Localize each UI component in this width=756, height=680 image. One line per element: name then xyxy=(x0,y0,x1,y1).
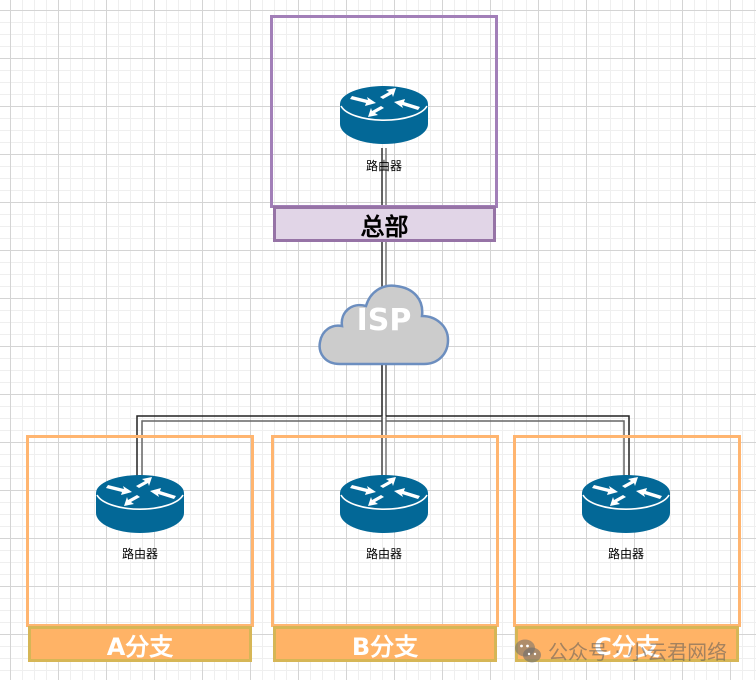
branch-a-router-label: 路由器 xyxy=(121,547,158,561)
watermark: 公众号 · 小云君网络 xyxy=(514,636,727,665)
branch-b-router-label: 路由器 xyxy=(365,547,402,561)
branch-a-label[interactable]: A分支 xyxy=(28,626,252,662)
wire-isp-branch-c xyxy=(386,415,630,476)
isp-cloud-icon[interactable] xyxy=(316,282,452,368)
router-icon[interactable] xyxy=(580,473,672,535)
branch-b-label[interactable]: B分支 xyxy=(273,626,497,662)
isp-label: ISP xyxy=(356,303,412,338)
branch-c-label[interactable]: C分支 xyxy=(515,626,739,662)
branch-b-container[interactable] xyxy=(271,435,499,627)
hq-label[interactable]: 总部 xyxy=(273,206,496,242)
wechat-icon xyxy=(515,639,541,662)
branch-c-container[interactable] xyxy=(513,435,741,627)
wire-isp-branch-b xyxy=(381,416,387,476)
watermark-text: 公众号 · 小云君网络 xyxy=(548,640,728,664)
wire-isp-trunk xyxy=(381,364,387,416)
hq-router-label: 路由器 xyxy=(365,159,402,173)
branch-a-container[interactable] xyxy=(26,435,254,627)
router-icon[interactable] xyxy=(94,473,186,535)
router-icon[interactable] xyxy=(338,473,430,535)
branch-c-router-label: 路由器 xyxy=(607,547,644,561)
router-icon[interactable] xyxy=(338,84,430,146)
wire-isp-branch-a xyxy=(136,415,382,476)
